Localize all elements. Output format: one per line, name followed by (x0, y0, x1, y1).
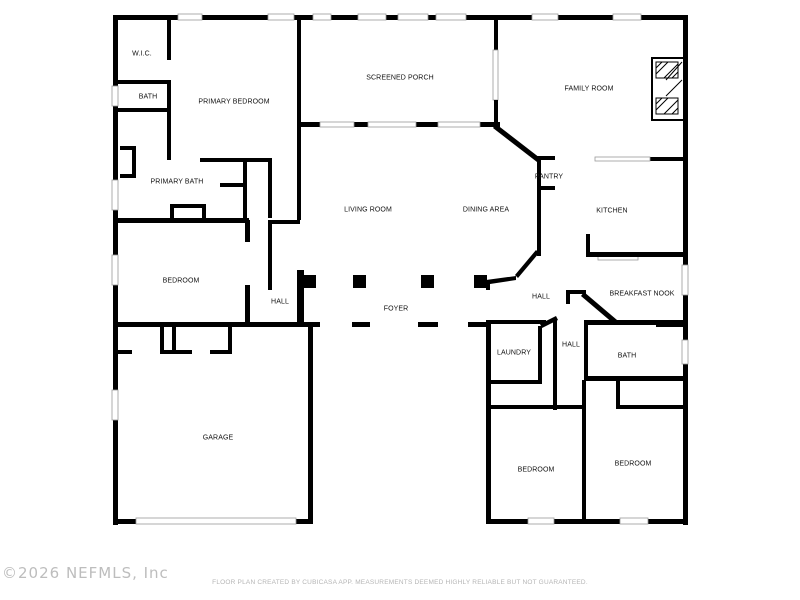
room-label-living-room: LIVING ROOM (344, 206, 392, 214)
room-label-garage: GARAGE (202, 434, 234, 442)
interior-walls-central (300, 20, 555, 327)
interior-walls-west (113, 20, 303, 354)
room-label-kitchen: KITCHEN (596, 207, 628, 215)
room-label-bath-primary: BATH (138, 93, 158, 101)
room-label-hall-west: HALL (271, 298, 289, 306)
room-label-screened-porch: SCREENED PORCH (366, 74, 434, 82)
room-label-bedroom-south-2: BEDROOM (614, 460, 652, 468)
room-label-hall-east: HALL (532, 293, 550, 301)
room-label-hall-small: HALL (562, 341, 580, 349)
floor-plan-disclaimer: FLOOR PLAN CREATED BY CUBICASA APP. MEAS… (212, 579, 588, 586)
fireplace-icon (651, 57, 685, 121)
room-label-wic: W.I.C. (132, 50, 152, 58)
room-label-pantry: PANTRY (534, 173, 564, 181)
interior-walls-east (486, 156, 688, 520)
room-label-family-room: FAMILY ROOM (564, 85, 614, 93)
room-label-primary-bedroom: PRIMARY BEDROOM (198, 98, 270, 106)
room-label-primary-bath: PRIMARY BATH (150, 178, 204, 186)
windows (111, 13, 689, 525)
room-label-laundry: LAUNDRY (496, 349, 532, 357)
room-label-bedroom-south-1: BEDROOM (517, 466, 555, 474)
room-label-bath-east: BATH (617, 352, 637, 360)
mls-watermark: ©2026 NEFMLS, Inc (2, 564, 169, 582)
room-label-foyer: FOYER (383, 305, 409, 313)
room-label-dining-area: DINING AREA (462, 206, 510, 214)
room-label-breakfast-nook: BREAKFAST NOOK (609, 290, 675, 298)
room-label-bedroom-west: BEDROOM (162, 277, 200, 285)
